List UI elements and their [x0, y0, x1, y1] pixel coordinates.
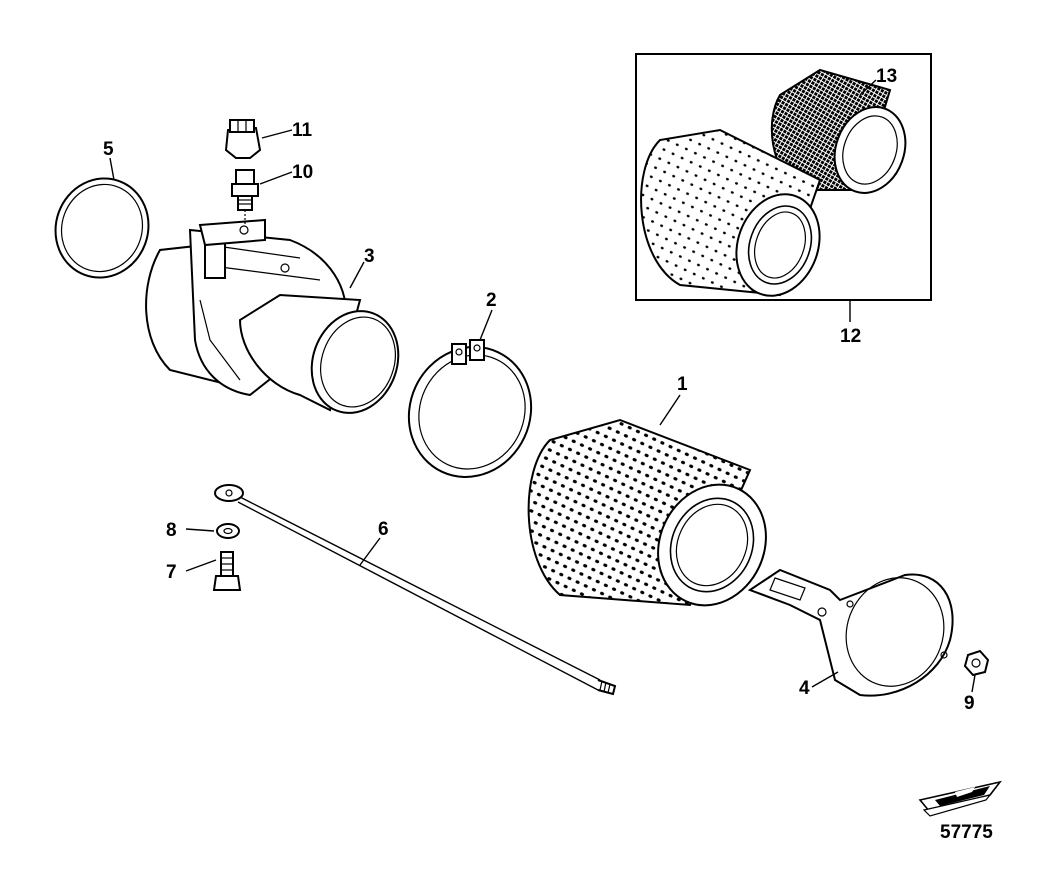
- leader-13: [859, 79, 877, 96]
- callout-9: 9: [964, 693, 975, 714]
- leader-3: [349, 261, 365, 289]
- leader-5: [109, 157, 115, 181]
- leader-7: [185, 559, 217, 572]
- part-9-nut: [963, 649, 990, 677]
- part-13-pre-filter-mesh: [770, 68, 907, 194]
- part-6-rod: [214, 484, 617, 696]
- leader-4: [811, 671, 839, 688]
- callout-4: 4: [799, 678, 810, 699]
- part-1-filter-element: [527, 418, 767, 607]
- inset-box: [635, 53, 932, 301]
- callout-10: 10: [292, 162, 313, 183]
- part-5-gasket: [54, 177, 150, 279]
- leader-11: [261, 129, 293, 139]
- callout-3: 3: [364, 246, 375, 267]
- leader-10: [259, 171, 293, 185]
- part-2-clamp: [407, 339, 533, 478]
- leader-8: [185, 528, 215, 532]
- leader-6: [359, 537, 381, 566]
- callout-13: 13: [876, 66, 897, 87]
- callout-12: 12: [840, 326, 861, 347]
- part-3-housing: [145, 218, 400, 414]
- leader-2: [479, 309, 493, 341]
- callout-1: 1: [677, 374, 688, 395]
- leader-9: [971, 674, 976, 693]
- callout-labels: 1 2 3 4 5 6 7 8 9 10 11 12 13: [103, 66, 975, 714]
- part-12-filter-element-inset: [640, 128, 822, 297]
- part-4-bracket: [747, 568, 954, 697]
- part-7-bolt: [212, 551, 242, 591]
- callout-5: 5: [103, 139, 114, 160]
- part-11-cap: [224, 119, 262, 159]
- boat-orientation-icon: [918, 780, 1002, 817]
- callout-7: 7: [166, 562, 177, 583]
- figure-number: 57775: [940, 822, 993, 843]
- callout-2: 2: [486, 290, 497, 311]
- callout-6: 6: [378, 519, 389, 540]
- leader-lines: [109, 79, 976, 693]
- part-10-fitting: [231, 169, 259, 225]
- part-8-washer: [216, 523, 240, 539]
- callout-11: 11: [292, 120, 313, 141]
- leader-1: [659, 394, 681, 426]
- callout-8: 8: [166, 520, 177, 541]
